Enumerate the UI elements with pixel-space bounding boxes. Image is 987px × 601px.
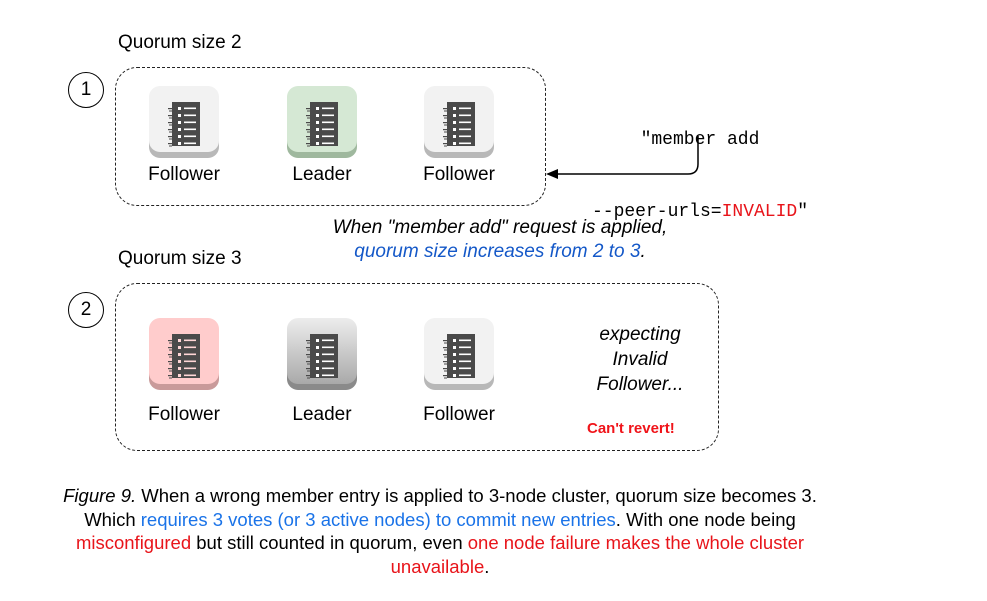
period: . (640, 241, 646, 262)
node-label: Leader (292, 164, 352, 185)
server-log-icon (424, 318, 494, 390)
step-2-number: 2 (80, 299, 92, 320)
stage1-cluster-box (115, 67, 546, 206)
command-invalid-value: INVALID (721, 202, 798, 222)
stage2-cluster-box (115, 283, 719, 451)
caption-text: When a wrong member entry is applied to … (84, 485, 817, 530)
caption-text: . With one node being (615, 508, 796, 530)
node-label: Follower (423, 164, 495, 185)
server-log-icon (424, 86, 494, 158)
command-flag: --peer-urls= (591, 202, 722, 222)
transition-note-line1: When "member add" request is applied, (332, 217, 668, 238)
step-1-badge: 1 (68, 72, 104, 108)
server-log-icon (287, 318, 357, 390)
log-book-glyph (149, 318, 219, 390)
stage2-node-1[interactable]: Follower (148, 318, 220, 425)
arrow-line (554, 136, 699, 175)
server-log-icon (149, 86, 219, 158)
command-quote: " (797, 202, 809, 222)
log-book-glyph (424, 318, 494, 390)
stage2-node-2[interactable]: Leader (286, 318, 358, 425)
caption-text: . (484, 555, 490, 577)
stage1-title: Quorum size 2 (118, 32, 242, 53)
stage1-node-1[interactable]: Follower (148, 86, 220, 185)
node-label: Follower (423, 404, 495, 425)
figure-caption: Figure 9. When a wrong member entry is a… (40, 484, 840, 578)
caption-highlight-failure: one node failure makes the whole cluster… (390, 532, 805, 577)
stage2-title: Quorum size 3 (118, 248, 242, 269)
log-book-glyph (424, 86, 494, 158)
command-line-2: --peer-urls=INVALID" (560, 200, 840, 224)
caption-text: but still counted in quorum, even (191, 532, 468, 553)
caption-highlight-votes: requires 3 votes (or 3 active nodes) to … (140, 508, 616, 530)
expecting-line: Follower... (596, 374, 684, 395)
server-log-icon (287, 86, 357, 158)
arrow-head-icon (546, 169, 558, 179)
step-1-number: 1 (80, 79, 92, 100)
stage2-node-3[interactable]: Follower (423, 318, 495, 425)
node-label: Follower (148, 404, 220, 425)
log-book-glyph (287, 86, 357, 158)
log-book-glyph (149, 86, 219, 158)
log-book-glyph (287, 318, 357, 390)
server-log-icon (149, 318, 219, 390)
cant-revert-warning: Can't revert! (587, 420, 675, 437)
caption-highlight-misconfigured: misconfigured (75, 532, 192, 553)
stage1-node-3[interactable]: Follower (423, 86, 495, 185)
step-2-badge: 2 (68, 292, 104, 328)
quorum-increase-highlight: quorum size increases from 2 to 3 (354, 241, 641, 262)
stage1-node-2[interactable]: Leader (286, 86, 358, 185)
expecting-line: expecting (599, 324, 681, 345)
figure-label: Figure 9. (63, 485, 137, 506)
transition-note-line2: quorum size increases from 2 to 3. (290, 240, 710, 264)
node-label: Leader (292, 404, 352, 425)
node-label: Follower (148, 164, 220, 185)
expecting-invalid-follower-note: expecting Invalid Follower... (570, 322, 710, 397)
transition-note: When "member add" request is applied, qu… (290, 216, 710, 264)
expecting-line: Invalid (612, 349, 668, 370)
command-arrow (546, 136, 699, 179)
